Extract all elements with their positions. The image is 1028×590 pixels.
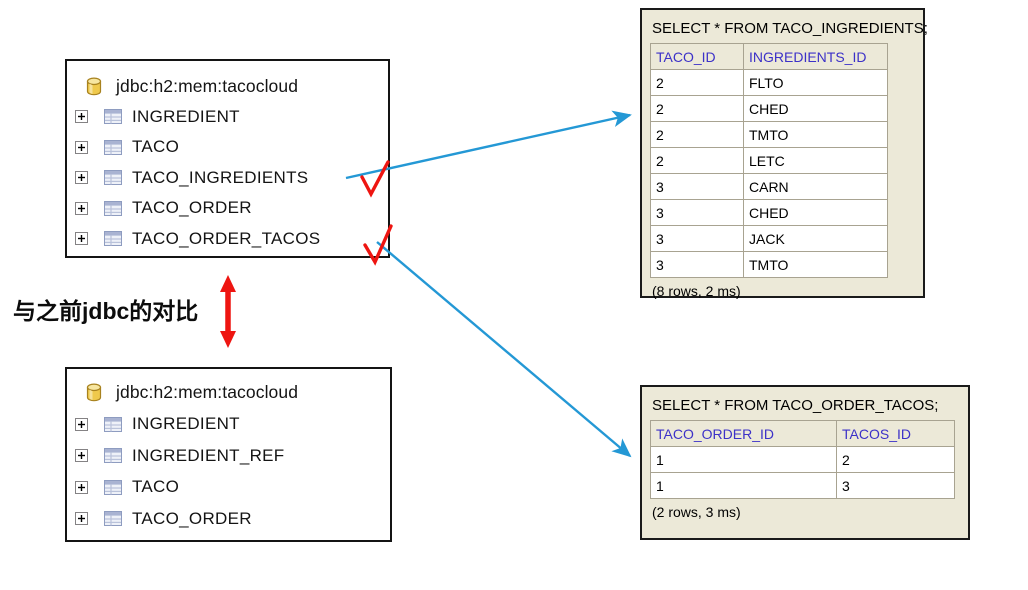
table-icon [104, 170, 122, 185]
expand-plus-icon[interactable] [75, 418, 88, 431]
expand-plus-icon[interactable] [75, 141, 88, 154]
db-connection-label: jdbc:h2:mem:tacocloud [116, 382, 299, 403]
column-header[interactable]: INGREDIENTS_ID [743, 43, 888, 70]
table-icon [104, 231, 122, 246]
cell: 2 [836, 446, 955, 473]
expand-plus-icon[interactable] [75, 171, 88, 184]
tree-node-taco[interactable]: TACO [67, 472, 390, 504]
table-name-label: TACO_INGREDIENTS [132, 167, 309, 187]
table-name-label: TACO_ORDER [132, 508, 252, 528]
tree-node-taco[interactable]: TACO [67, 132, 388, 163]
table-name-label: TACO [132, 477, 180, 497]
table-icon [104, 417, 122, 432]
db-connection-label: jdbc:h2:mem:tacocloud [116, 75, 299, 96]
tree-node-ingredient-ref[interactable]: INGREDIENT_REF [67, 440, 390, 472]
cell: TMTO [743, 121, 888, 148]
table-name-label: INGREDIENT_REF [132, 445, 285, 465]
cell: 2 [650, 69, 744, 96]
table-icon [104, 480, 122, 495]
header-row: TACO_ID INGREDIENTS_ID [650, 43, 888, 70]
compare-note-label: 与之前jdbc的对比 [13, 298, 199, 324]
expand-plus-icon[interactable] [75, 449, 88, 462]
cell: JACK [743, 225, 888, 252]
table-icon [104, 201, 122, 216]
red-double-arrow [220, 275, 236, 348]
table-name-label: INGREDIENT [132, 106, 240, 126]
tree-node-ingredient[interactable]: INGREDIENT [67, 409, 390, 441]
expand-plus-icon[interactable] [75, 512, 88, 525]
expand-plus-icon[interactable] [75, 110, 88, 123]
tree-node-taco-order[interactable]: TACO_ORDER [67, 193, 388, 224]
sql-statement: SELECT * FROM TACO_INGREDIENTS; [652, 20, 928, 37]
database-icon [86, 77, 102, 96]
h2-tree-panel-top: jdbc:h2:mem:tacocloud INGREDIENT TACO TA… [65, 59, 390, 258]
column-header[interactable]: TACOS_ID [836, 420, 955, 447]
expand-plus-icon[interactable] [75, 481, 88, 494]
cell: CHED [743, 95, 888, 122]
table-icon [104, 140, 122, 155]
database-icon [86, 383, 102, 402]
h2-tree-panel-bottom: jdbc:h2:mem:tacocloud INGREDIENT INGREDI… [65, 367, 392, 542]
cell: 3 [650, 199, 744, 226]
column-header[interactable]: TACO_ID [650, 43, 744, 70]
table-name-label: TACO [132, 137, 180, 157]
cell: 3 [650, 225, 744, 252]
result-summary: (2 rows, 3 ms) [652, 504, 741, 520]
cell: 1 [650, 472, 837, 499]
cell: CARN [743, 173, 888, 200]
cell: CHED [743, 199, 888, 226]
expand-plus-icon[interactable] [75, 202, 88, 215]
cell: 3 [650, 251, 744, 278]
cell: 1 [650, 446, 837, 473]
result-summary: (8 rows, 2 ms) [652, 283, 741, 299]
table-icon [104, 109, 122, 124]
tree-node-ingredient[interactable]: INGREDIENT [67, 102, 388, 133]
query-result-taco-order-tacos: SELECT * FROM TACO_ORDER_TACOS; TACO_ORD… [640, 385, 970, 540]
table-icon [104, 511, 122, 526]
db-connection-node[interactable]: jdbc:h2:mem:tacocloud [67, 377, 390, 409]
db-connection-node[interactable]: jdbc:h2:mem:tacocloud [67, 71, 388, 102]
query-result-taco-ingredients: SELECT * FROM TACO_INGREDIENTS; TACO_ID … [640, 8, 928, 299]
cell: 2 [650, 95, 744, 122]
cell: TMTO [743, 251, 888, 278]
cell: FLTO [743, 69, 888, 96]
table-icon [104, 448, 122, 463]
cell: 2 [650, 121, 744, 148]
header-row: TACO_ORDER_ID TACOS_ID [650, 420, 955, 447]
table-name-label: INGREDIENT [132, 414, 240, 434]
table-name-label: TACO_ORDER [132, 198, 252, 218]
cell: 2 [650, 147, 744, 174]
column-header[interactable]: TACO_ORDER_ID [650, 420, 837, 447]
sql-statement: SELECT * FROM TACO_ORDER_TACOS; [652, 397, 939, 414]
expand-plus-icon[interactable] [75, 232, 88, 245]
tree-node-taco-order-tacos[interactable]: TACO_ORDER_TACOS [67, 224, 388, 255]
cell: 3 [650, 173, 744, 200]
cell: 3 [836, 472, 955, 499]
blue-arrow-taco-order-tacos [376, 241, 632, 458]
cell: LETC [743, 147, 888, 174]
table-name-label: TACO_ORDER_TACOS [132, 228, 321, 248]
tree-node-taco-order[interactable]: TACO_ORDER [67, 503, 390, 535]
tree-node-taco-ingredients[interactable]: TACO_INGREDIENTS [67, 163, 388, 194]
